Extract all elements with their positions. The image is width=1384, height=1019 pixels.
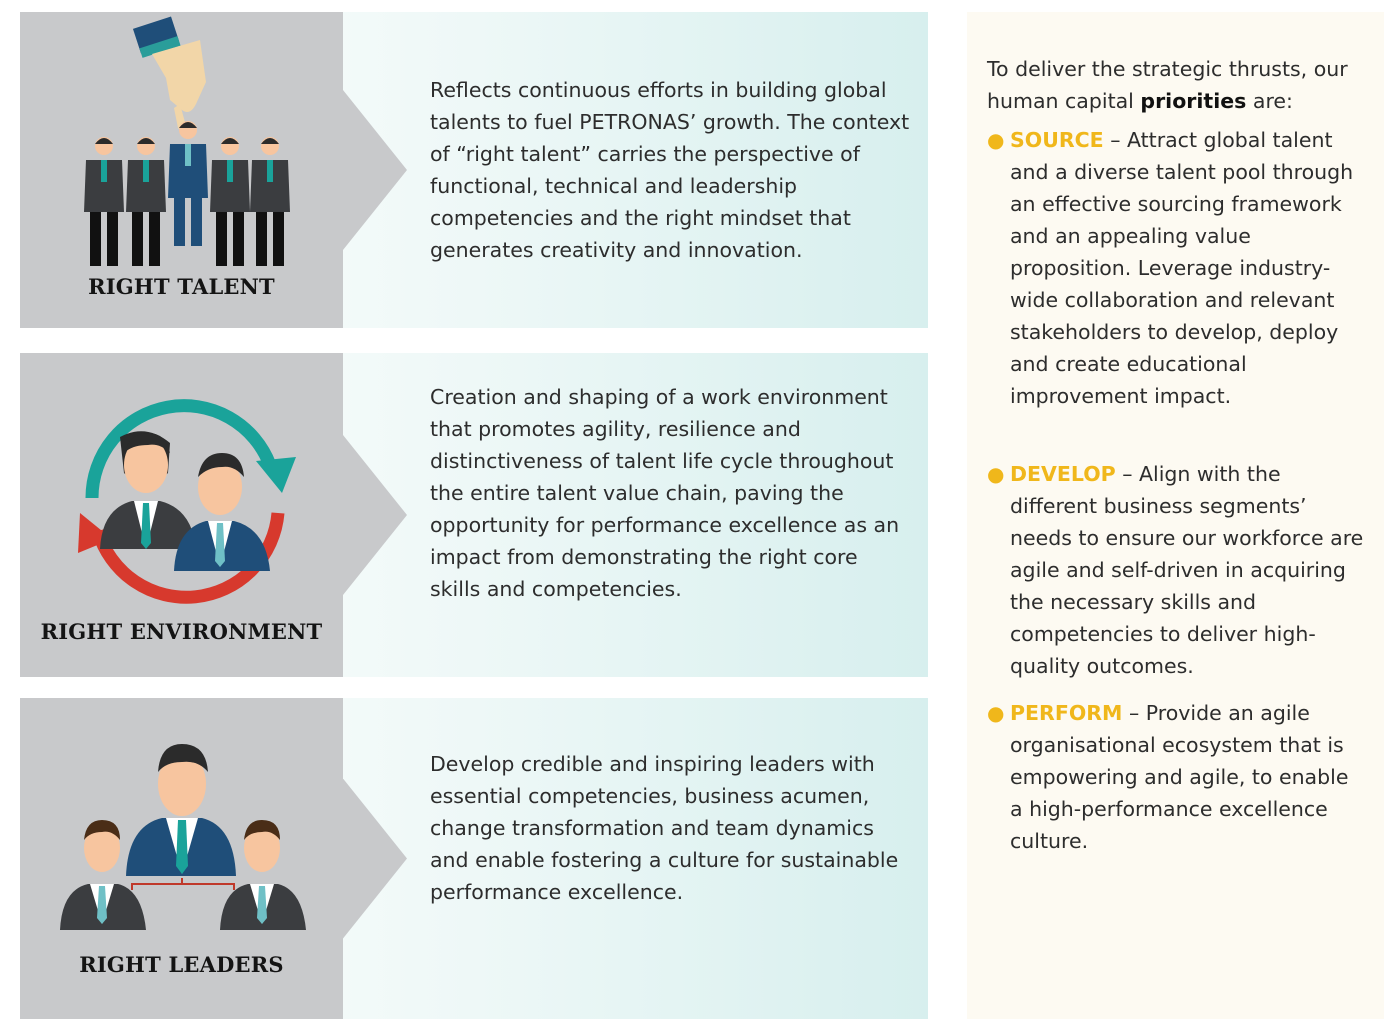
bullet-dot-icon: ● [987, 462, 1005, 486]
priority-item-perform: ● PERFORM – Provide an agile organisatio… [987, 697, 1367, 857]
intro-end: are: [1246, 89, 1293, 113]
priority-text: – Align with the different business segm… [1010, 462, 1364, 678]
right-leaders-row: RIGHT LEADERS Develop credible and inspi… [20, 698, 928, 1019]
right-environment-row: RIGHT ENVIRONMENT Creation and shaping o… [20, 353, 928, 677]
priority-item-develop: ● DEVELOP – Align with the different bus… [987, 458, 1367, 682]
priorities-panel: To deliver the strategic thrusts, our hu… [967, 12, 1384, 1019]
bullet-dot-icon: ● [987, 701, 1005, 725]
cycle-arrows-icon [78, 399, 296, 604]
row-description: Reflects continuous efforts in building … [430, 78, 910, 262]
row-label: RIGHT TALENT [88, 274, 275, 299]
intro-text: To deliver the strategic thrusts, our hu… [987, 57, 1348, 113]
priority-keyword: PERFORM [1010, 701, 1123, 725]
team-hierarchy-icon [60, 744, 306, 930]
right-talent-row: RIGHT TALENT Reflects continuous efforts… [20, 12, 928, 328]
row-description: Develop credible and inspiring leaders w… [430, 752, 899, 904]
priority-keyword: DEVELOP [1010, 462, 1116, 486]
priority-item-source: ● SOURCE – Attract global talent and a d… [987, 124, 1367, 412]
hand-picking-person-icon [84, 16, 290, 266]
bullet-dot-icon: ● [987, 128, 1005, 152]
priorities-intro: To deliver the strategic thrusts, our hu… [987, 53, 1377, 117]
priority-text: – Attract global talent and a diverse ta… [1010, 128, 1354, 408]
priority-keyword: SOURCE [1010, 128, 1104, 152]
row-label: RIGHT ENVIRONMENT [40, 619, 323, 644]
priority-text: – Provide an agile organisational ecosys… [1010, 701, 1349, 853]
row-description: Creation and shaping of a work environme… [430, 385, 900, 601]
row-label: RIGHT LEADERS [79, 952, 284, 977]
intro-bold: priorities [1140, 89, 1247, 113]
